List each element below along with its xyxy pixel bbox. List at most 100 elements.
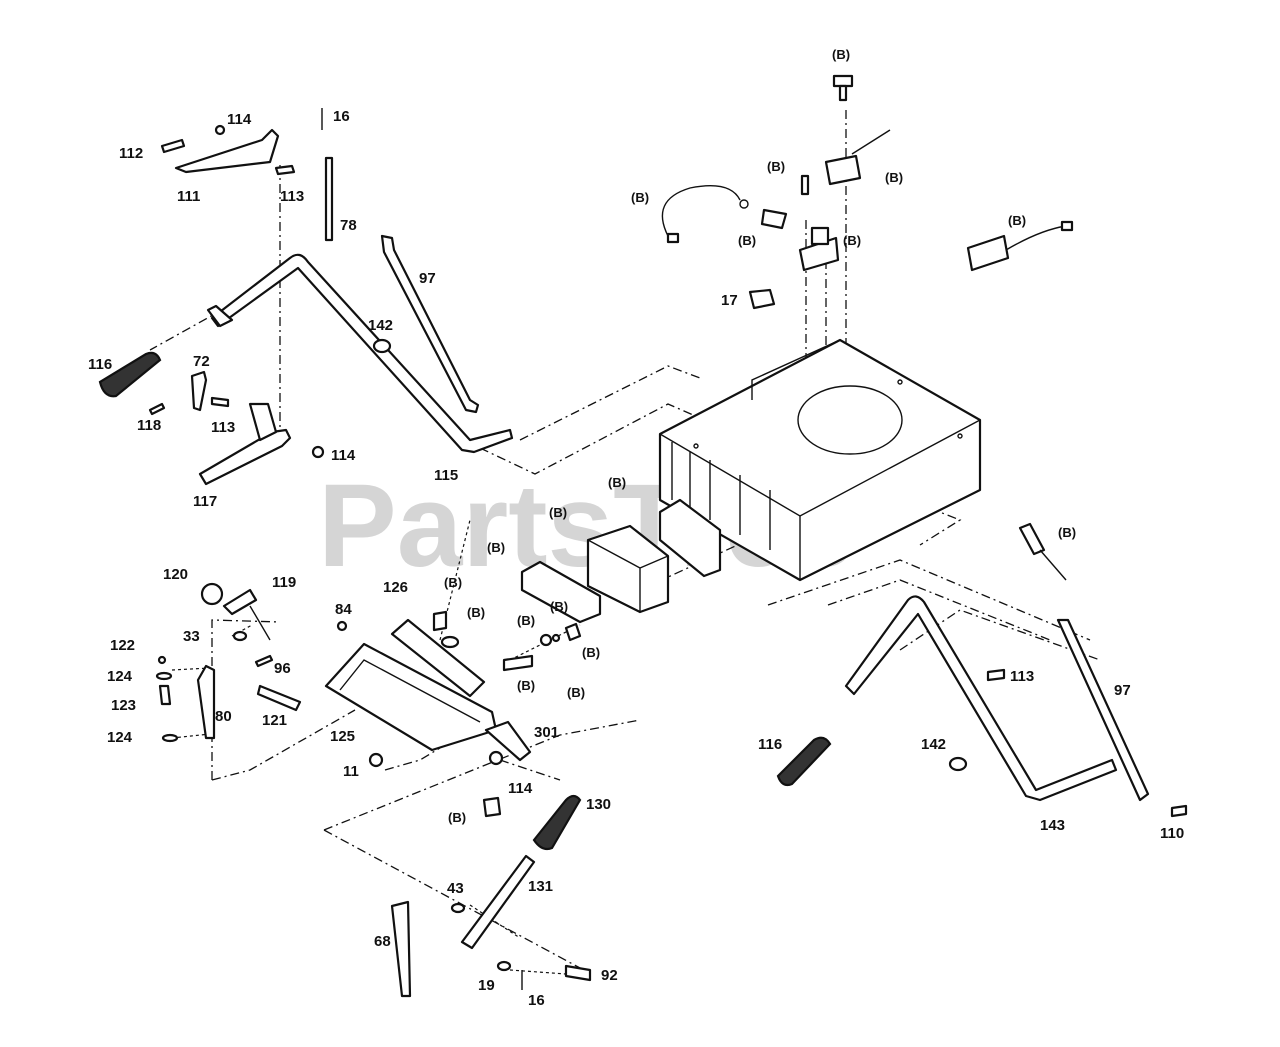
label-112: 112	[119, 145, 143, 162]
terminal-hardware	[432, 610, 582, 672]
label-b: (B)	[444, 575, 462, 590]
lower-right-handle	[844, 595, 1150, 802]
right-grip-116	[776, 736, 832, 787]
label-113: 113	[1010, 668, 1034, 685]
label-111: 111	[177, 188, 200, 205]
label-b: (B)	[487, 540, 505, 555]
rod-78	[321, 108, 334, 242]
label-115: 115	[434, 467, 458, 484]
label-b: (B)	[517, 613, 535, 628]
label-114: 114	[227, 111, 252, 128]
lever-117	[148, 370, 325, 486]
label-114: 114	[331, 447, 356, 464]
charger	[966, 220, 1074, 272]
label-92: 92	[601, 967, 618, 984]
label-122: 122	[110, 637, 135, 654]
small-parts-84-11-114	[336, 620, 504, 818]
label-b: (B)	[550, 599, 568, 614]
grip-130	[532, 794, 582, 851]
label-72: 72	[193, 353, 210, 370]
label-11: 11	[343, 763, 359, 780]
bracket-125	[324, 642, 498, 752]
label-17: 17	[721, 292, 738, 309]
label-113: 113	[211, 419, 235, 436]
label-33: 33	[183, 628, 200, 645]
arm-301	[484, 720, 532, 762]
label-301: 301	[534, 724, 559, 741]
label-b: (B)	[582, 645, 600, 660]
label-142: 142	[921, 736, 946, 753]
label-110: 110	[1160, 825, 1184, 842]
wire-harness	[661, 185, 749, 244]
label-121: 121	[262, 712, 287, 729]
label-125: 125	[330, 728, 355, 745]
label-b: (B)	[631, 190, 649, 205]
lever-111	[160, 124, 296, 176]
battery	[586, 524, 670, 614]
label-b: (B)	[549, 505, 567, 520]
label-124: 124	[107, 729, 133, 746]
clip-17	[748, 288, 776, 310]
label-96: 96	[274, 660, 291, 677]
battery-strap-b	[658, 498, 722, 578]
plug-b	[1018, 522, 1067, 581]
label-119: 119	[272, 574, 296, 591]
clip-142-left	[372, 338, 392, 354]
label-b: (B)	[1058, 525, 1076, 540]
label-b: (B)	[448, 810, 466, 825]
label-80: 80	[215, 708, 232, 725]
fasteners-43-19-16-92	[450, 902, 592, 990]
label-124: 124	[107, 668, 133, 685]
label-19: 19	[478, 977, 495, 994]
label-130: 130	[586, 796, 611, 813]
label-84: 84	[335, 601, 352, 618]
solenoid	[798, 226, 840, 272]
label-78: 78	[340, 217, 357, 234]
bolt-top	[832, 74, 854, 102]
part-labels: 16 114 112 111 113 78 97 142 116 72 118 …	[88, 108, 1184, 1009]
label-16: 16	[528, 992, 545, 1009]
label-68: 68	[374, 933, 391, 950]
label-b: (B)	[738, 233, 756, 248]
label-126: 126	[383, 579, 408, 596]
label-97: 97	[1114, 682, 1131, 699]
label-97: 97	[419, 270, 436, 287]
rod-80-121	[196, 654, 302, 740]
label-131: 131	[528, 878, 553, 895]
label-b: (B)	[1008, 213, 1026, 228]
label-b: (B)	[517, 678, 535, 693]
pin-b	[800, 174, 810, 196]
control-box-housing	[658, 338, 982, 582]
label-116: 116	[88, 356, 112, 373]
label-114: 114	[508, 780, 533, 797]
label-b: (B)	[885, 170, 903, 185]
clip-142-right	[948, 756, 968, 772]
upper-left-handle	[206, 234, 514, 454]
label-b: (B)	[843, 233, 861, 248]
label-142: 142	[368, 317, 393, 334]
label-113: 113	[280, 188, 304, 205]
label-117: 117	[193, 493, 217, 510]
bolt-113-110	[986, 668, 1188, 818]
switch-b	[760, 208, 788, 230]
label-b: (B)	[567, 685, 585, 700]
label-b: (B)	[832, 47, 850, 62]
label-116: 116	[758, 736, 782, 753]
left-grip-116	[98, 351, 162, 398]
label-118: 118	[137, 417, 161, 434]
lever-131	[460, 854, 536, 950]
b-labels: (B) (B) (B) (B) (B) (B) (B) (B) (B) (B) …	[444, 47, 1076, 825]
label-43: 43	[447, 880, 464, 897]
knob-120-119	[200, 582, 271, 641]
label-b: (B)	[467, 605, 485, 620]
label-143: 143	[1040, 817, 1065, 834]
battery-tray-b	[520, 560, 602, 624]
rod-68	[390, 900, 412, 998]
fuse-block	[824, 129, 891, 186]
label-123: 123	[111, 697, 136, 714]
label-120: 120	[163, 566, 188, 583]
label-b: (B)	[767, 159, 785, 174]
plate-126	[390, 618, 486, 698]
label-16: 16	[333, 108, 350, 125]
